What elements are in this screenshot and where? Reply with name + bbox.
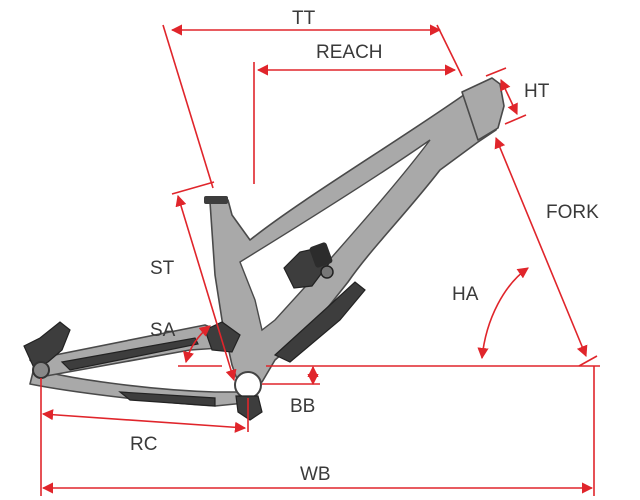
ha-arc [477, 267, 529, 360]
st-dimension [175, 194, 237, 382]
bike-frame [23, 77, 505, 421]
rear-axle [32, 361, 50, 379]
fork-dimension [494, 136, 588, 358]
ht-dimension [500, 78, 518, 116]
bottom-bracket [234, 371, 262, 399]
ht-extension-top [485, 67, 507, 77]
tt-extension-left [162, 24, 214, 189]
label-ha: HA [452, 284, 479, 305]
sa-arc [183, 325, 211, 364]
label-rc: RC [130, 434, 157, 455]
label-sa: SA [150, 320, 176, 341]
label-bb: BB [290, 396, 315, 417]
label-fork: FORK [546, 202, 599, 223]
st-extension-top [171, 181, 215, 195]
label-st: ST [150, 258, 175, 279]
label-tt: TT [292, 8, 316, 29]
fork-extension [578, 355, 598, 367]
seat-collar [204, 196, 228, 204]
linkage [273, 281, 366, 363]
tt-extension-right [436, 24, 463, 77]
bb-lower-bracket [235, 395, 263, 421]
dimension-lines [40, 24, 600, 496]
rc-dimension [41, 409, 247, 433]
label-reach: REACH [316, 42, 383, 63]
rear-shock [283, 242, 334, 289]
dimension-labels: TT REACH HT FORK ST HA SA BB RC WB [130, 8, 599, 485]
ht-extension-bottom [504, 114, 527, 125]
label-wb: WB [300, 464, 331, 485]
chainstay-accent [118, 391, 216, 407]
frame-triangle-cutout [239, 139, 431, 332]
label-ht: HT [524, 81, 550, 102]
